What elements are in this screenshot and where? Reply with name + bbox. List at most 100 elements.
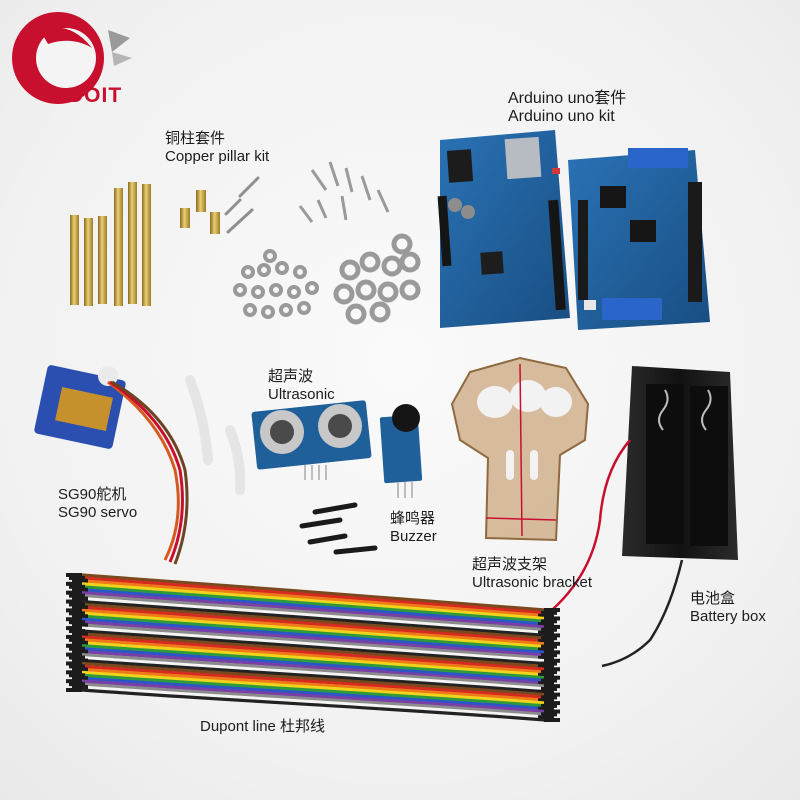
dupont-wire xyxy=(81,623,546,660)
sg90-servo xyxy=(34,365,246,565)
dupont-connector xyxy=(66,634,82,639)
dupont-connector xyxy=(541,695,557,700)
dupont-connector xyxy=(538,622,554,627)
dupont-connector xyxy=(541,678,557,683)
dupont-wire xyxy=(81,641,546,677)
dupont-connector xyxy=(66,590,82,595)
dupont-connector xyxy=(72,667,88,672)
dupont-wire xyxy=(81,599,546,637)
dupont-connector xyxy=(544,658,560,663)
dupont-connector xyxy=(72,587,88,592)
ultrasonic-bracket xyxy=(450,356,590,542)
dupont-connector xyxy=(72,631,88,636)
dupont-connector xyxy=(538,715,554,720)
battery-box xyxy=(539,366,738,668)
dupont-connector xyxy=(544,633,560,638)
dupont-connector xyxy=(69,602,85,607)
label-bracket-zh: 超声波支架 xyxy=(472,556,548,573)
dupont-wire xyxy=(81,605,546,643)
dupont-connector xyxy=(541,610,557,615)
dupont-connector xyxy=(538,664,554,669)
doit-logo xyxy=(12,12,132,104)
dupont-connector xyxy=(72,596,88,601)
label-buzzer-en: Buzzer xyxy=(390,528,437,545)
dupont-wire xyxy=(81,688,546,722)
header-pins xyxy=(299,502,378,555)
dupont-wire xyxy=(81,596,546,635)
dupont-wire xyxy=(81,635,546,671)
dupont-wire xyxy=(81,591,546,629)
dupont-wire xyxy=(81,608,546,646)
label-arduino-en: Arduino uno kit xyxy=(508,108,615,125)
dupont-connector xyxy=(538,613,554,618)
dupont-wire xyxy=(81,617,546,654)
dupont-wire xyxy=(81,679,546,714)
label-dupont: Dupont line 杜邦线 xyxy=(200,718,326,735)
dupont-connector xyxy=(69,664,85,669)
label-arduino-zh: Arduino uno套件 xyxy=(508,90,627,107)
dupont-wire xyxy=(81,588,546,626)
motor-shield-board xyxy=(568,148,710,330)
dupont-wire xyxy=(81,650,546,685)
dupont-connector xyxy=(66,670,82,675)
dupont-connector xyxy=(541,644,557,649)
label-ultrasonic-zh: 超声波 xyxy=(268,368,314,385)
dupont-connector xyxy=(544,650,560,655)
dupont-wire xyxy=(81,611,546,649)
dupont-connector xyxy=(72,649,88,654)
dupont-wire xyxy=(81,579,546,618)
dupont-connector xyxy=(541,636,557,641)
dupont-connector xyxy=(544,692,560,697)
dupont-connector xyxy=(66,661,82,666)
dupont-connector xyxy=(544,616,560,621)
dupont-connector xyxy=(66,599,82,604)
dupont-connector xyxy=(72,578,88,583)
label-ultrasonic-en: Ultrasonic xyxy=(268,386,335,403)
dupont-connector xyxy=(69,584,85,589)
dupont-connector xyxy=(538,647,554,652)
dupont-connector xyxy=(66,679,82,684)
dupont-connector xyxy=(541,661,557,666)
dupont-wire xyxy=(81,670,546,705)
dupont-connector xyxy=(72,614,88,619)
dupont-wire xyxy=(81,629,546,666)
dupont-connector xyxy=(541,703,557,708)
dupont-connector xyxy=(69,646,85,651)
dupont-connector xyxy=(538,639,554,644)
dupont-wire xyxy=(81,658,546,694)
dupont-wire xyxy=(81,585,546,623)
dupont-connector xyxy=(538,706,554,711)
label-copper-zh: 铜柱套件 xyxy=(165,130,226,147)
dupont-connector xyxy=(72,658,88,663)
dupont-connector xyxy=(66,643,82,648)
dupont-connector xyxy=(544,608,560,612)
label-battery-en: Battery box xyxy=(690,608,766,625)
dupont-connector xyxy=(538,672,554,677)
dupont-connector xyxy=(69,593,85,598)
dupont-connector xyxy=(538,689,554,694)
dupont-connector xyxy=(541,653,557,658)
dupont-connector xyxy=(538,681,554,686)
label-copper-en: Copper pillar kit xyxy=(165,148,270,165)
screws-nuts-washers xyxy=(233,161,421,325)
dupont-connector xyxy=(72,676,88,681)
label-servo-en: SG90 servo xyxy=(58,504,138,521)
dupont-wire xyxy=(81,661,546,697)
dupont-connector xyxy=(66,688,82,692)
brand-name: DOIT xyxy=(68,84,123,107)
dupont-connector xyxy=(544,624,560,629)
dupont-connector xyxy=(66,581,82,586)
dupont-connector xyxy=(69,637,85,642)
dupont-connector xyxy=(544,667,560,672)
dupont-wire xyxy=(81,647,546,683)
dupont-connector xyxy=(541,619,557,624)
dupont-connector xyxy=(72,605,88,610)
label-battery-zh: 电池盒 xyxy=(690,590,736,607)
dupont-wire xyxy=(81,576,546,615)
dupont-ribbon xyxy=(66,573,560,722)
dupont-connector xyxy=(541,712,557,717)
dupont-wire xyxy=(81,673,546,708)
dupont-connector xyxy=(66,652,82,657)
